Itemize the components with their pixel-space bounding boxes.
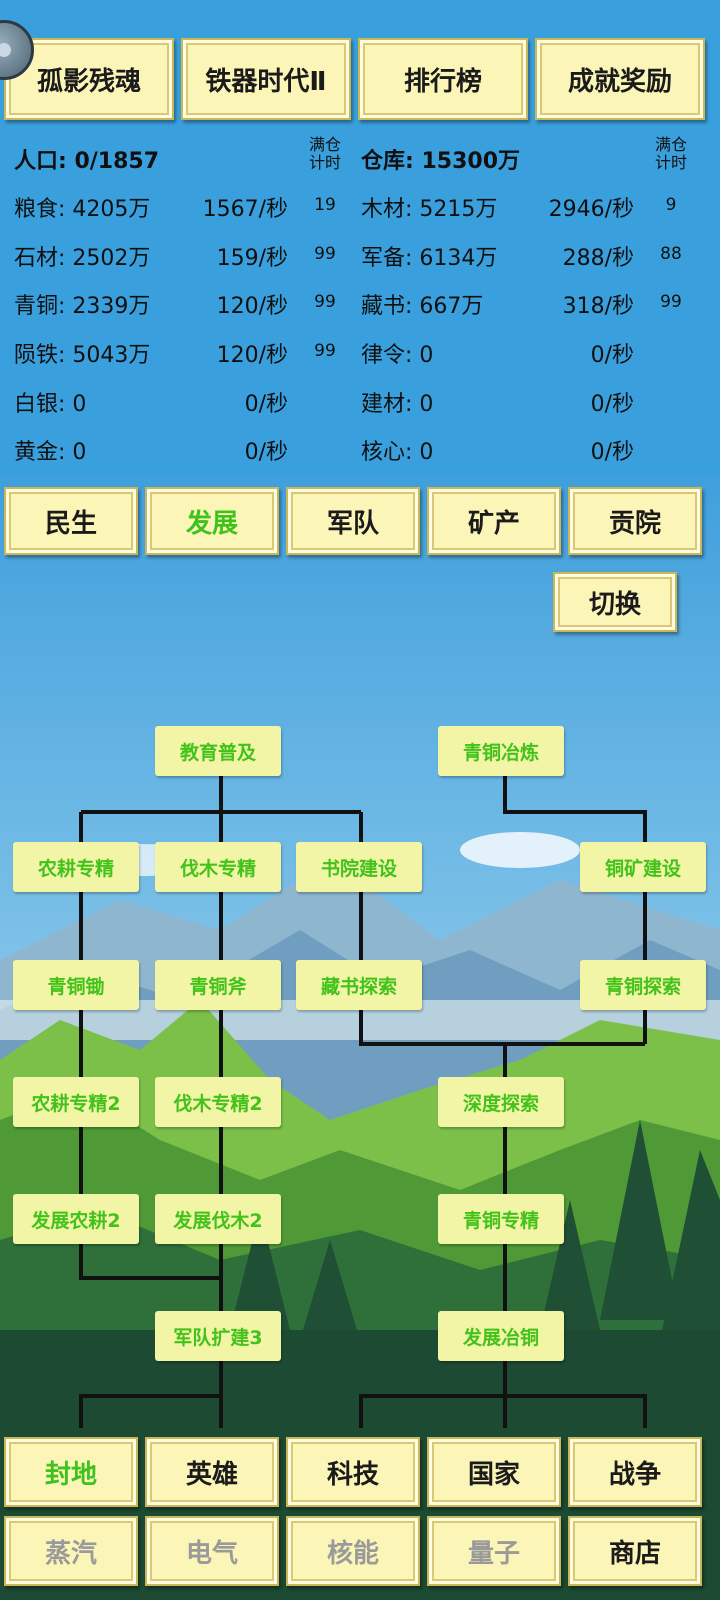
resource-armament-rate: 288/秒 — [562, 246, 634, 271]
resource-silver: 白银: 0 — [14, 392, 87, 417]
achievement-rewards-button[interactable]: 成就奖励 — [535, 38, 705, 120]
resource-armament-timer: 88 — [660, 244, 682, 264]
resource-stone-rate: 159/秒 — [216, 246, 288, 271]
tab-army[interactable]: 军队 — [286, 487, 420, 555]
resource-books: 藏书: 667万 — [361, 294, 484, 319]
tech-develop-farming-2[interactable]: 发展农耕2 — [13, 1194, 139, 1244]
tech-academy-building[interactable]: 书院建设 — [296, 842, 422, 892]
resource-wood-rate: 2946/秒 — [548, 197, 634, 222]
nav-electric[interactable]: 电气 — [145, 1516, 279, 1586]
resource-meteoric-iron-rate: 120/秒 — [216, 343, 288, 368]
resource-silver-rate: 0/秒 — [244, 392, 288, 417]
resource-grain-timer: 19 — [314, 195, 336, 215]
era-button[interactable]: 铁器时代Ⅱ — [181, 38, 351, 120]
tech-develop-copper-smelting[interactable]: 发展冶铜 — [438, 1311, 564, 1361]
resource-grain-rate: 1567/秒 — [202, 197, 288, 222]
full-timer-line2: 计时 — [308, 153, 341, 172]
tab-livelihood[interactable]: 民生 — [4, 487, 138, 555]
tech-bronze-axe[interactable]: 青铜斧 — [155, 960, 281, 1010]
full-timer-line2: 计时 — [654, 153, 687, 172]
resource-decree-rate: 0/秒 — [590, 343, 634, 368]
tech-farming-mastery[interactable]: 农耕专精 — [13, 842, 139, 892]
resource-core-rate: 0/秒 — [590, 440, 634, 465]
nav-steam[interactable]: 蒸汽 — [4, 1516, 138, 1586]
full-timer-header-left: 满仓 计时 — [305, 136, 345, 172]
population-label: 人口: 0/1857 — [14, 149, 160, 174]
nav-technology[interactable]: 科技 — [286, 1437, 420, 1507]
bottom-navigation — [0, 1428, 720, 1600]
nav-shop[interactable]: 商店 — [568, 1516, 702, 1586]
tech-deep-exploration[interactable]: 深度探索 — [438, 1077, 564, 1127]
tab-development[interactable]: 发展 — [145, 487, 279, 555]
resource-grain: 粮食: 4205万 — [14, 197, 151, 222]
tab-academy[interactable]: 贡院 — [568, 487, 702, 555]
nav-nation[interactable]: 国家 — [427, 1437, 561, 1507]
resource-gold: 黄金: 0 — [14, 440, 87, 465]
warehouse-label: 仓库: 15300万 — [361, 149, 520, 174]
tech-army-expansion-3[interactable]: 军队扩建3 — [155, 1311, 281, 1361]
resource-meteoric-iron: 陨铁: 5043万 — [14, 343, 151, 368]
tech-logging-mastery-2[interactable]: 伐木专精2 — [155, 1077, 281, 1127]
switch-button[interactable]: 切换 — [553, 572, 677, 632]
resource-building-material: 建材: 0 — [361, 392, 434, 417]
tech-develop-logging-2[interactable]: 发展伐木2 — [155, 1194, 281, 1244]
resource-books-rate: 318/秒 — [562, 294, 634, 319]
resource-core: 核心: 0 — [361, 440, 434, 465]
tech-bronze-smelting[interactable]: 青铜冶炼 — [438, 726, 564, 776]
tab-mining[interactable]: 矿产 — [427, 487, 561, 555]
resource-wood-timer: 9 — [665, 195, 677, 215]
leaderboard-button[interactable]: 排行榜 — [358, 38, 528, 120]
tech-education[interactable]: 教育普及 — [155, 726, 281, 776]
nav-heroes[interactable]: 英雄 — [145, 1437, 279, 1507]
resource-stone: 石材: 2502万 — [14, 246, 151, 271]
resource-decree: 律令: 0 — [361, 343, 434, 368]
tech-farming-mastery-2[interactable]: 农耕专精2 — [13, 1077, 139, 1127]
nav-quantum[interactable]: 量子 — [427, 1516, 561, 1586]
resource-stone-timer: 99 — [314, 244, 336, 264]
nav-nuclear[interactable]: 核能 — [286, 1516, 420, 1586]
resource-bronze: 青铜: 2339万 — [14, 294, 151, 319]
tech-bronze-hoe[interactable]: 青铜锄 — [13, 960, 139, 1010]
tech-logging-mastery[interactable]: 伐木专精 — [155, 842, 281, 892]
resource-books-timer: 99 — [660, 292, 682, 312]
resource-wood: 木材: 5215万 — [361, 197, 498, 222]
resource-bronze-rate: 120/秒 — [216, 294, 288, 319]
tech-copper-mine[interactable]: 铜矿建设 — [580, 842, 706, 892]
tech-bronze-exploration[interactable]: 青铜探索 — [580, 960, 706, 1010]
resource-bronze-timer: 99 — [314, 292, 336, 312]
nav-fief[interactable]: 封地 — [4, 1437, 138, 1507]
resource-building-material-rate: 0/秒 — [590, 392, 634, 417]
tech-bronze-mastery[interactable]: 青铜专精 — [438, 1194, 564, 1244]
full-timer-line1: 满仓 — [308, 135, 341, 154]
full-timer-header-right: 满仓 计时 — [651, 136, 691, 172]
resource-gold-rate: 0/秒 — [244, 440, 288, 465]
tech-book-exploration[interactable]: 藏书探索 — [296, 960, 422, 1010]
nav-war[interactable]: 战争 — [568, 1437, 702, 1507]
orb-icon — [0, 43, 11, 57]
full-timer-line1: 满仓 — [654, 135, 687, 154]
resource-meteoric-iron-timer: 99 — [314, 341, 336, 361]
resource-armament: 军备: 6134万 — [361, 246, 498, 271]
